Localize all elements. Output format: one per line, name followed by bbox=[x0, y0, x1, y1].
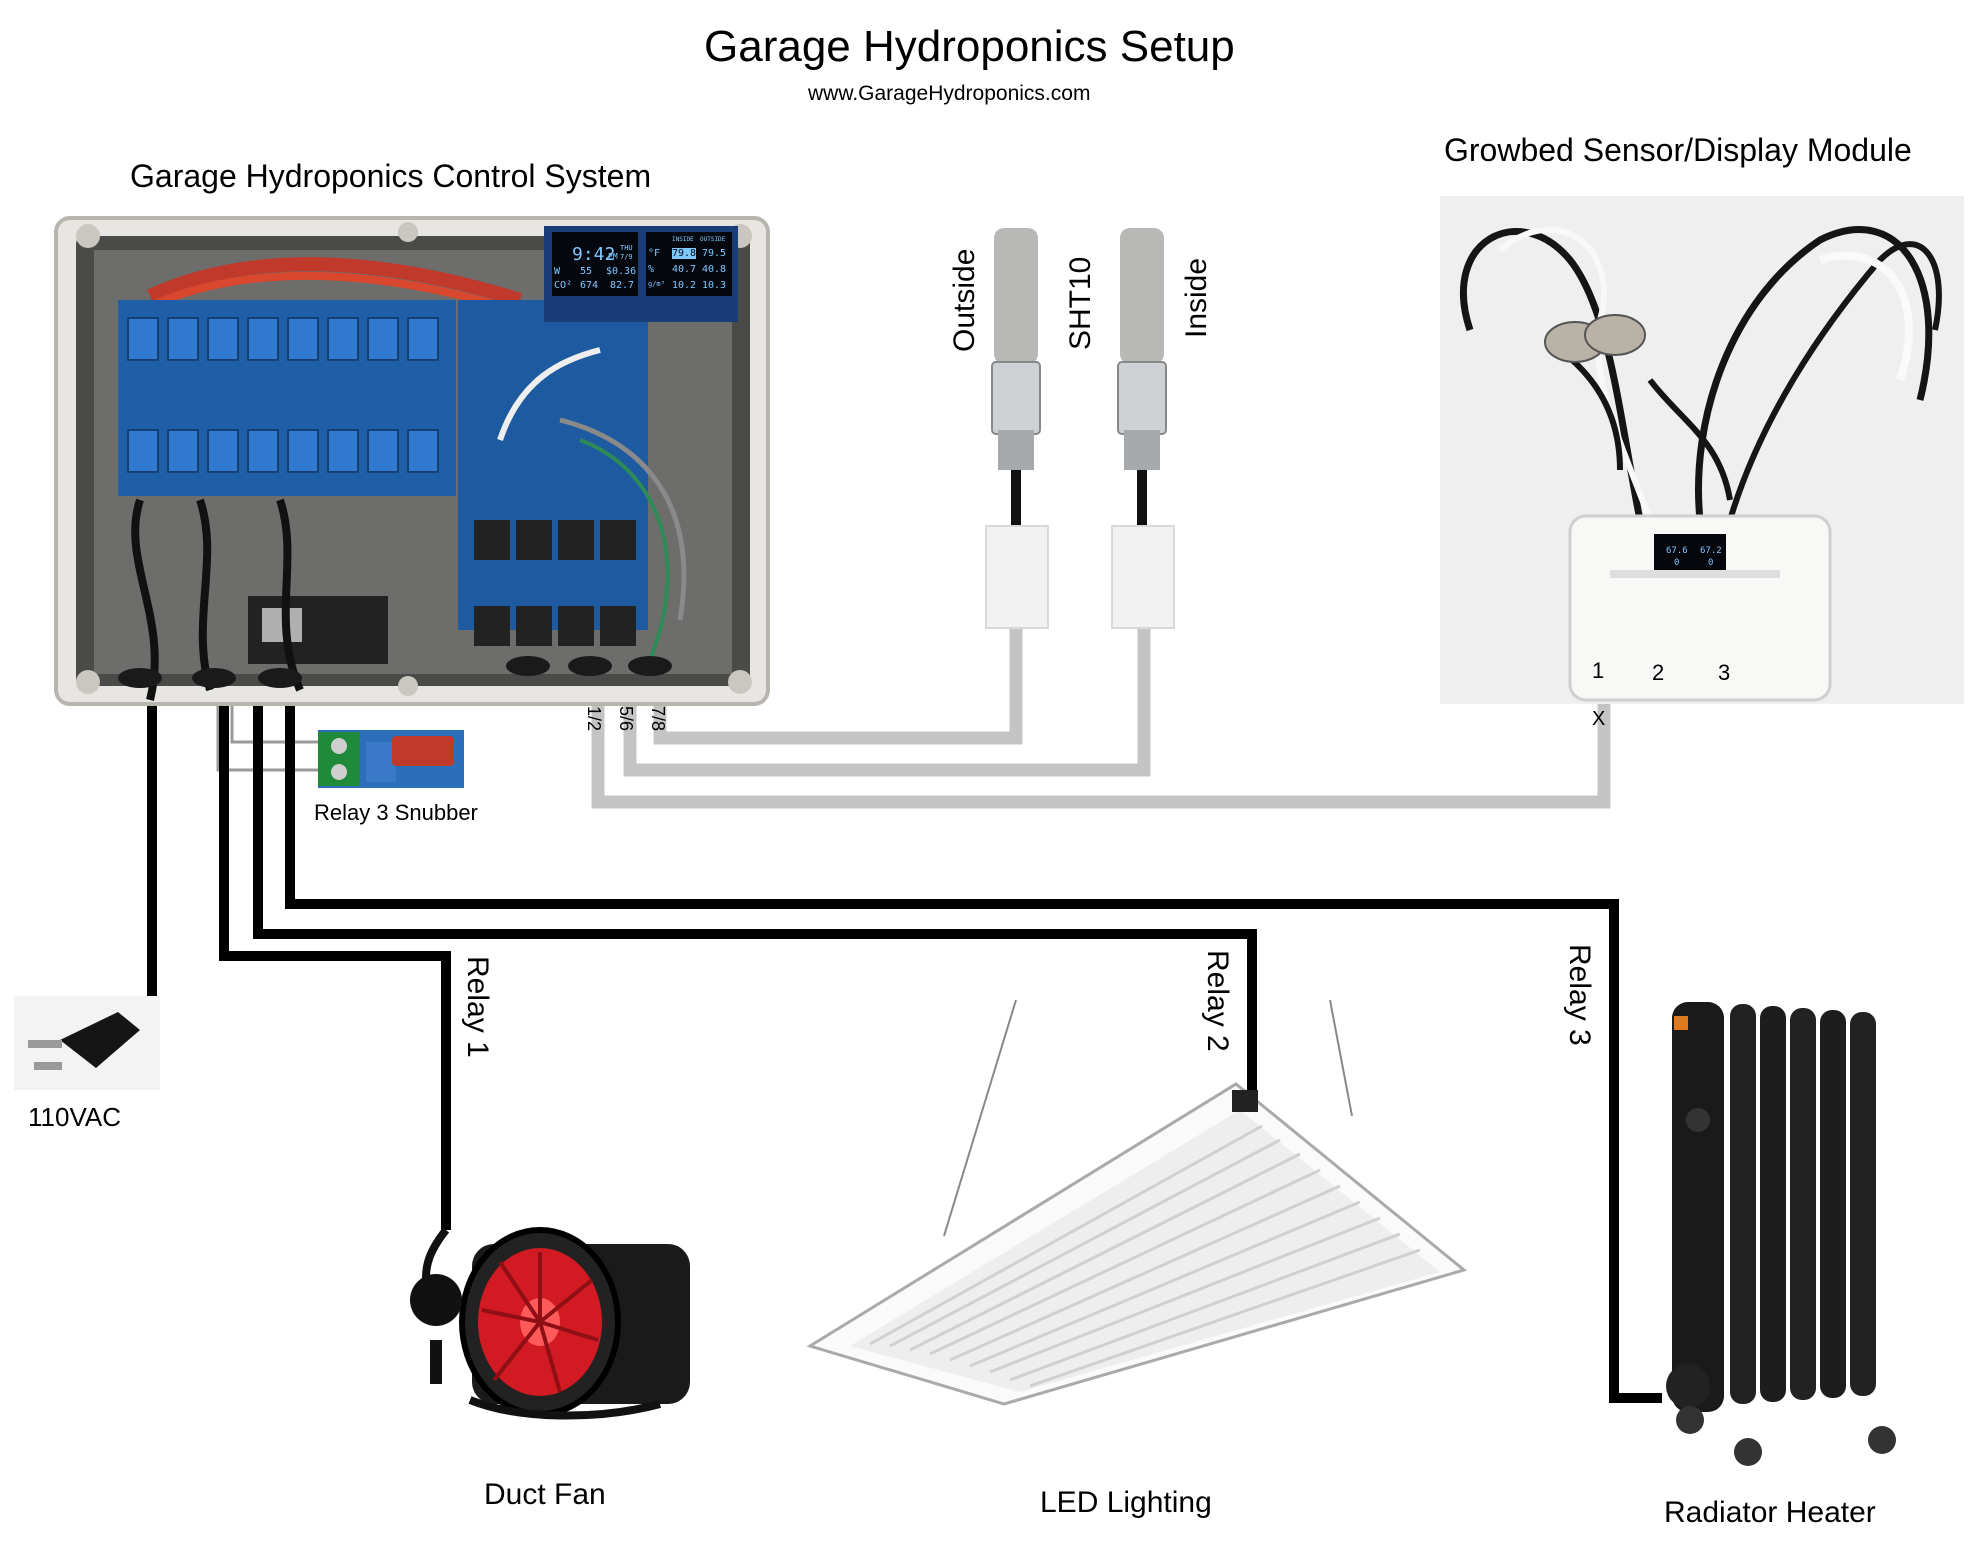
display-inside-label: INSIDE bbox=[672, 236, 694, 243]
display-unit-f: °F bbox=[648, 248, 661, 259]
cable-inside-sensor bbox=[623, 622, 1151, 777]
display-inside-rh: 40.7 bbox=[672, 264, 697, 275]
display-unit-pct: % bbox=[648, 264, 655, 275]
display-inside-temp: 79.8 bbox=[672, 248, 697, 259]
snubber-label: Relay 3 Snubber bbox=[314, 800, 478, 825]
inside-sensor-probe bbox=[1111, 228, 1175, 629]
display-kwh: 82.7 bbox=[610, 280, 635, 291]
diagram-title: Garage Hydroponics Setup bbox=[704, 22, 1235, 71]
module-port-2: 2 bbox=[1652, 660, 1665, 685]
wire-relay-3 bbox=[285, 702, 1662, 1403]
led-lighting-label: LED Lighting bbox=[1040, 1486, 1212, 1519]
sensor-cables bbox=[591, 622, 1611, 809]
display-watts: 55 bbox=[580, 266, 593, 277]
display-unit-gm3: g/m³ bbox=[648, 280, 665, 288]
display-outside-temp: 79.5 bbox=[702, 248, 727, 259]
duct-fan bbox=[410, 1227, 690, 1420]
power-plug bbox=[14, 996, 160, 1090]
relay-2-label: Relay 2 bbox=[1201, 950, 1234, 1052]
display-cost: $0.36 bbox=[606, 266, 637, 277]
power-label: 110VAC bbox=[28, 1102, 121, 1132]
module-left-value: 67.6 bbox=[1666, 546, 1688, 556]
radiator-heater bbox=[1666, 1002, 1896, 1466]
control-display-right: INSIDE OUTSIDE °F 79.8 79.5 % 40.7 40.8 … bbox=[646, 234, 732, 296]
relay-1-label: Relay 1 bbox=[461, 956, 494, 1058]
cable-outside-sensor bbox=[653, 622, 1023, 745]
connector-label-7-8: 7/8 bbox=[648, 706, 668, 732]
growbed-module-photo bbox=[1440, 196, 1964, 704]
outside-sensor-probe bbox=[985, 228, 1049, 629]
control-system-title: Garage Hydroponics Control System bbox=[130, 158, 652, 194]
module-display: 67.6 67.2 0 0 bbox=[1654, 534, 1726, 578]
relay-3-label: Relay 3 bbox=[1563, 944, 1596, 1046]
module-port-3: 3 bbox=[1718, 660, 1731, 685]
relay-3-snubber bbox=[318, 730, 464, 788]
display-outside-ah: 10.3 bbox=[702, 280, 727, 291]
display-outside-rh: 40.8 bbox=[702, 264, 727, 275]
display-day: THU bbox=[620, 244, 633, 252]
display-co2: 674 bbox=[580, 280, 599, 291]
display-unit-w: W bbox=[554, 266, 561, 277]
cable-growbed-module bbox=[591, 690, 1611, 809]
led-light-fixture bbox=[806, 999, 1468, 1406]
display-inside-ah: 10.2 bbox=[672, 280, 697, 291]
wire-relay-2 bbox=[253, 702, 1257, 1096]
wire-relay-1 bbox=[219, 702, 451, 1230]
module-port-x: X bbox=[1592, 708, 1606, 730]
connector-label-1-2: 1/2 bbox=[584, 706, 604, 732]
module-right-sub: 0 bbox=[1708, 558, 1714, 568]
sensor-outside-label: Outside bbox=[948, 248, 981, 352]
module-port-1: 1 bbox=[1592, 658, 1605, 683]
radiator-heater-label: Radiator Heater bbox=[1664, 1496, 1876, 1529]
display-ampm: PM bbox=[608, 252, 618, 261]
control-enclosure bbox=[54, 216, 770, 706]
display-time: 9:42 bbox=[572, 244, 616, 265]
display-outside-label: OUTSIDE bbox=[700, 236, 726, 243]
wire-110vac bbox=[135, 702, 157, 1033]
display-date: 7/9 bbox=[620, 253, 633, 261]
growbed-module-title: Growbed Sensor/Display Module bbox=[1444, 132, 1912, 168]
sensor-inside-label: Inside bbox=[1180, 257, 1213, 338]
module-right-value: 67.2 bbox=[1700, 546, 1722, 556]
control-display-left: 9:42 PM THU 7/9 W 55 $0.36 CO² 674 82.7 bbox=[552, 234, 638, 296]
website-url: www.GarageHydroponics.com bbox=[808, 82, 1091, 105]
display-unit-co2: CO² bbox=[554, 280, 573, 291]
sensor-model-label: SHT10 bbox=[1064, 256, 1097, 350]
connector-label-5-6: 5/6 bbox=[616, 706, 636, 732]
duct-fan-label: Duct Fan bbox=[484, 1478, 606, 1511]
module-left-sub: 0 bbox=[1674, 558, 1680, 568]
